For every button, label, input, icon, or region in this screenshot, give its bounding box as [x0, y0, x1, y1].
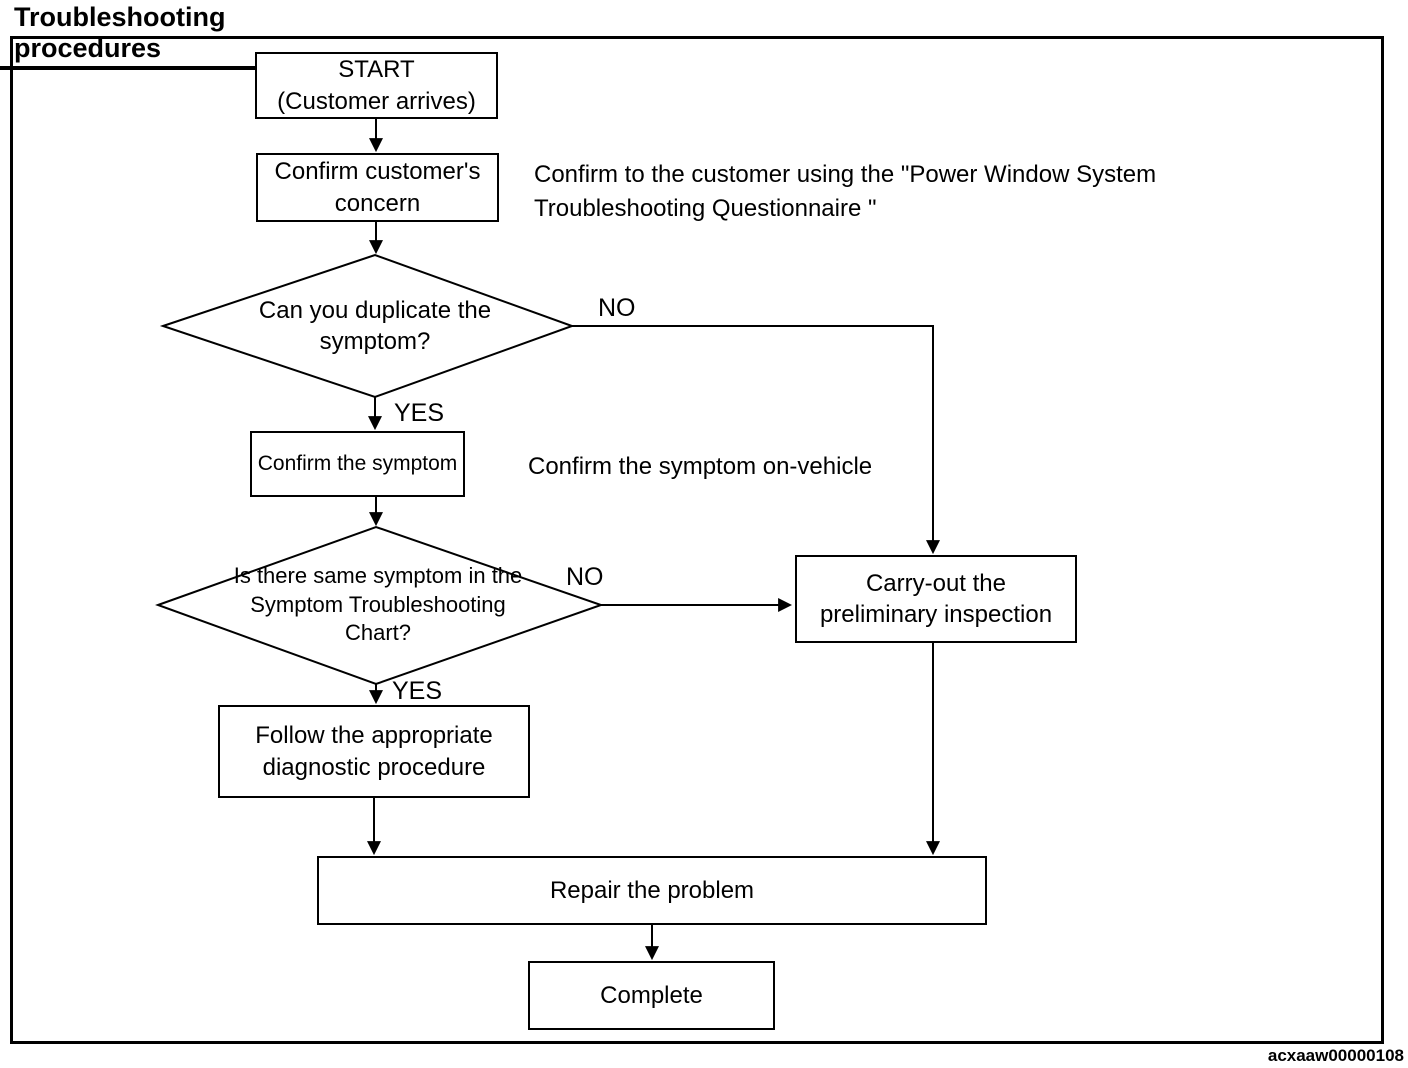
- arrow-duplicate-no: [572, 325, 940, 555]
- diagram-frame: [10, 36, 1384, 1044]
- label-yes-same-symptom: YES: [392, 677, 443, 705]
- figure-code: acxaaw00000108: [1267, 1046, 1404, 1065]
- label-no-duplicate: NO: [598, 294, 636, 322]
- connectors: [367, 119, 940, 961]
- decision-text-same-symptom: Is there same symptom in the Symptom Tro…: [233, 563, 523, 646]
- node-carry-out-inspection: Carry-out the preliminary inspection: [795, 555, 1077, 643]
- node-confirm-symptom: Confirm the symptom: [250, 431, 465, 497]
- decision-text-duplicate: Can you duplicate the symptom?: [258, 296, 492, 355]
- node-confirm-concern: Confirm customer's concern: [256, 153, 499, 222]
- node-repair-problem: Repair the problem: [317, 856, 987, 925]
- note-confirm-symptom: Confirm the symptom on-vehicle: [528, 453, 873, 480]
- label-yes-duplicate: YES: [394, 399, 445, 427]
- note-confirm-concern: Confirm to the customer using the "Power…: [534, 161, 1157, 222]
- node-follow-procedure: Follow the appropriate diagnostic proced…: [218, 705, 530, 798]
- label-no-same-symptom: NO: [566, 563, 604, 591]
- node-start: START (Customer arrives): [255, 52, 498, 119]
- node-complete: Complete: [528, 961, 775, 1030]
